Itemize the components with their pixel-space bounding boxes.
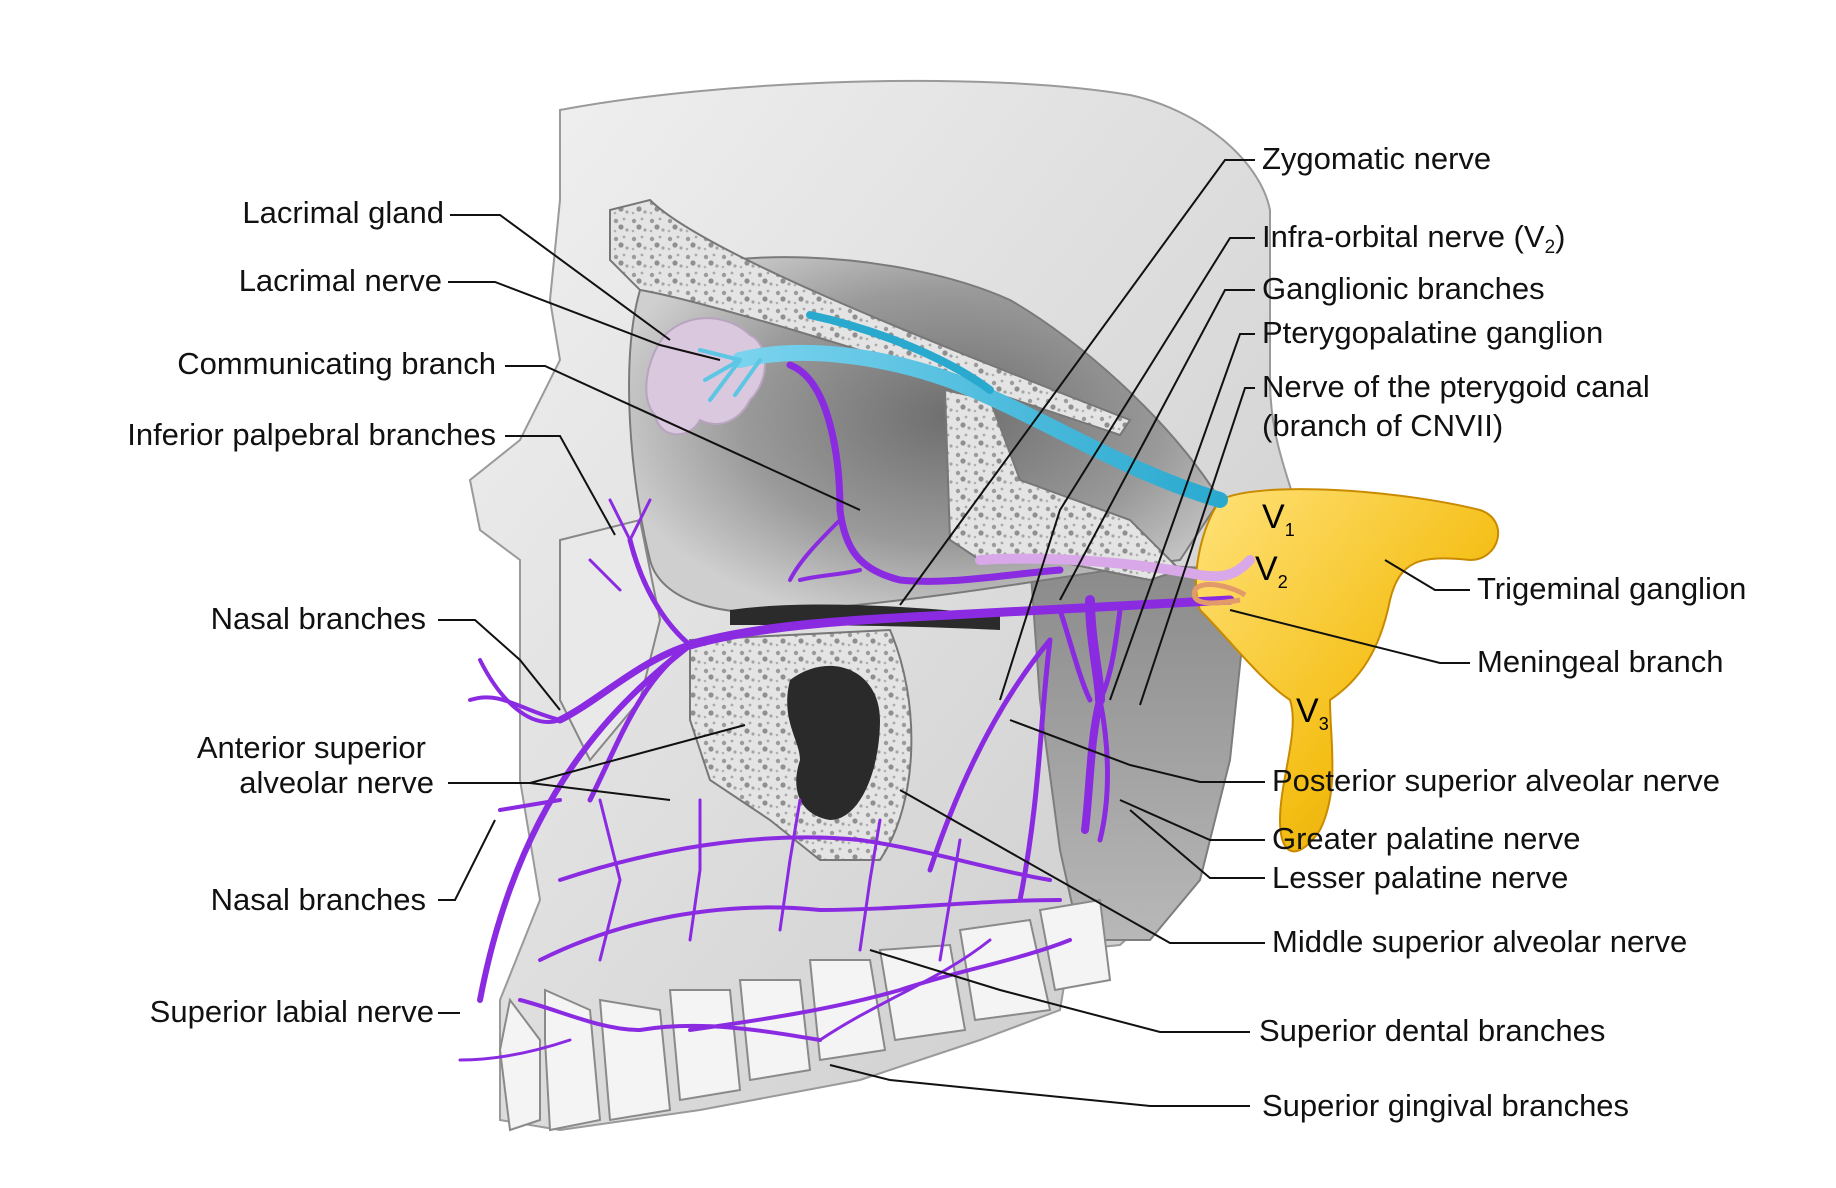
lacrimal-gland-shape [645,317,766,436]
label-communicating-branch: Communicating branch [177,346,496,381]
label-anterior-superior-line2: alveolar nerve [239,765,434,800]
meningeal-loop [1191,582,1247,606]
label-superior-gingival-branches: Superior gingival branches [1262,1088,1630,1123]
label-infra-orbital-nerve: Infra-orbital nerve (V2) [1262,219,1566,258]
label-superior-labial-nerve: Superior labial nerve [149,994,434,1029]
label-nasal-branches-lower: Nasal branches [210,882,426,917]
label-v2: V2 [1255,550,1288,592]
leader-lines [438,159,1470,1107]
label-v3: V3 [1296,692,1329,734]
label-meningeal-branch: Meningeal branch [1477,644,1724,679]
nerve-network [458,361,1235,1062]
label-lesser-palatine: Lesser palatine nerve [1272,860,1569,895]
label-anterior-superior-line1: Anterior superior [196,730,426,765]
trigeminal-ganglion [1195,488,1499,853]
maxillary-teeth [498,898,1112,1132]
orbital-floor-bone [943,388,1182,582]
label-greater-palatine: Greater palatine nerve [1272,821,1581,856]
lacrimal-canal-line [806,311,994,394]
label-ganglionic-branches: Ganglionic branches [1262,271,1545,306]
label-lacrimal-nerve: Lacrimal nerve [238,263,442,298]
label-trigeminal-ganglion: Trigeminal ganglion [1477,571,1747,606]
label-pterygopalatine-ganglion: Pterygopalatine ganglion [1262,315,1604,350]
label-v1: V1 [1262,498,1295,540]
label-superior-dental-branches: Superior dental branches [1259,1013,1606,1048]
label-inferior-palpebral-branches: Inferior palpebral branches [127,417,496,452]
label-nerve-pterygoid-canal-line2: (branch of CNVII) [1262,408,1504,443]
label-lacrimal-gland: Lacrimal gland [242,195,444,230]
lacrimal-nerve-path [732,344,1228,508]
lacrimal-twigs [698,348,762,402]
label-middle-superior-alveolar: Middle superior alveolar nerve [1272,924,1688,959]
v2-trunk [975,553,1255,582]
label-zygomatic-nerve: Zygomatic nerve [1262,141,1492,176]
orbital-roof-bone [609,198,1132,437]
label-nasal-branches-upper: Nasal branches [210,601,426,636]
label-posterior-superior-alveolar: Posterior superior alveolar nerve [1272,763,1720,798]
label-nerve-pterygoid-canal-line1: Nerve of the pterygoid canal [1262,369,1650,404]
maxillary-sinus-opening [787,665,880,820]
